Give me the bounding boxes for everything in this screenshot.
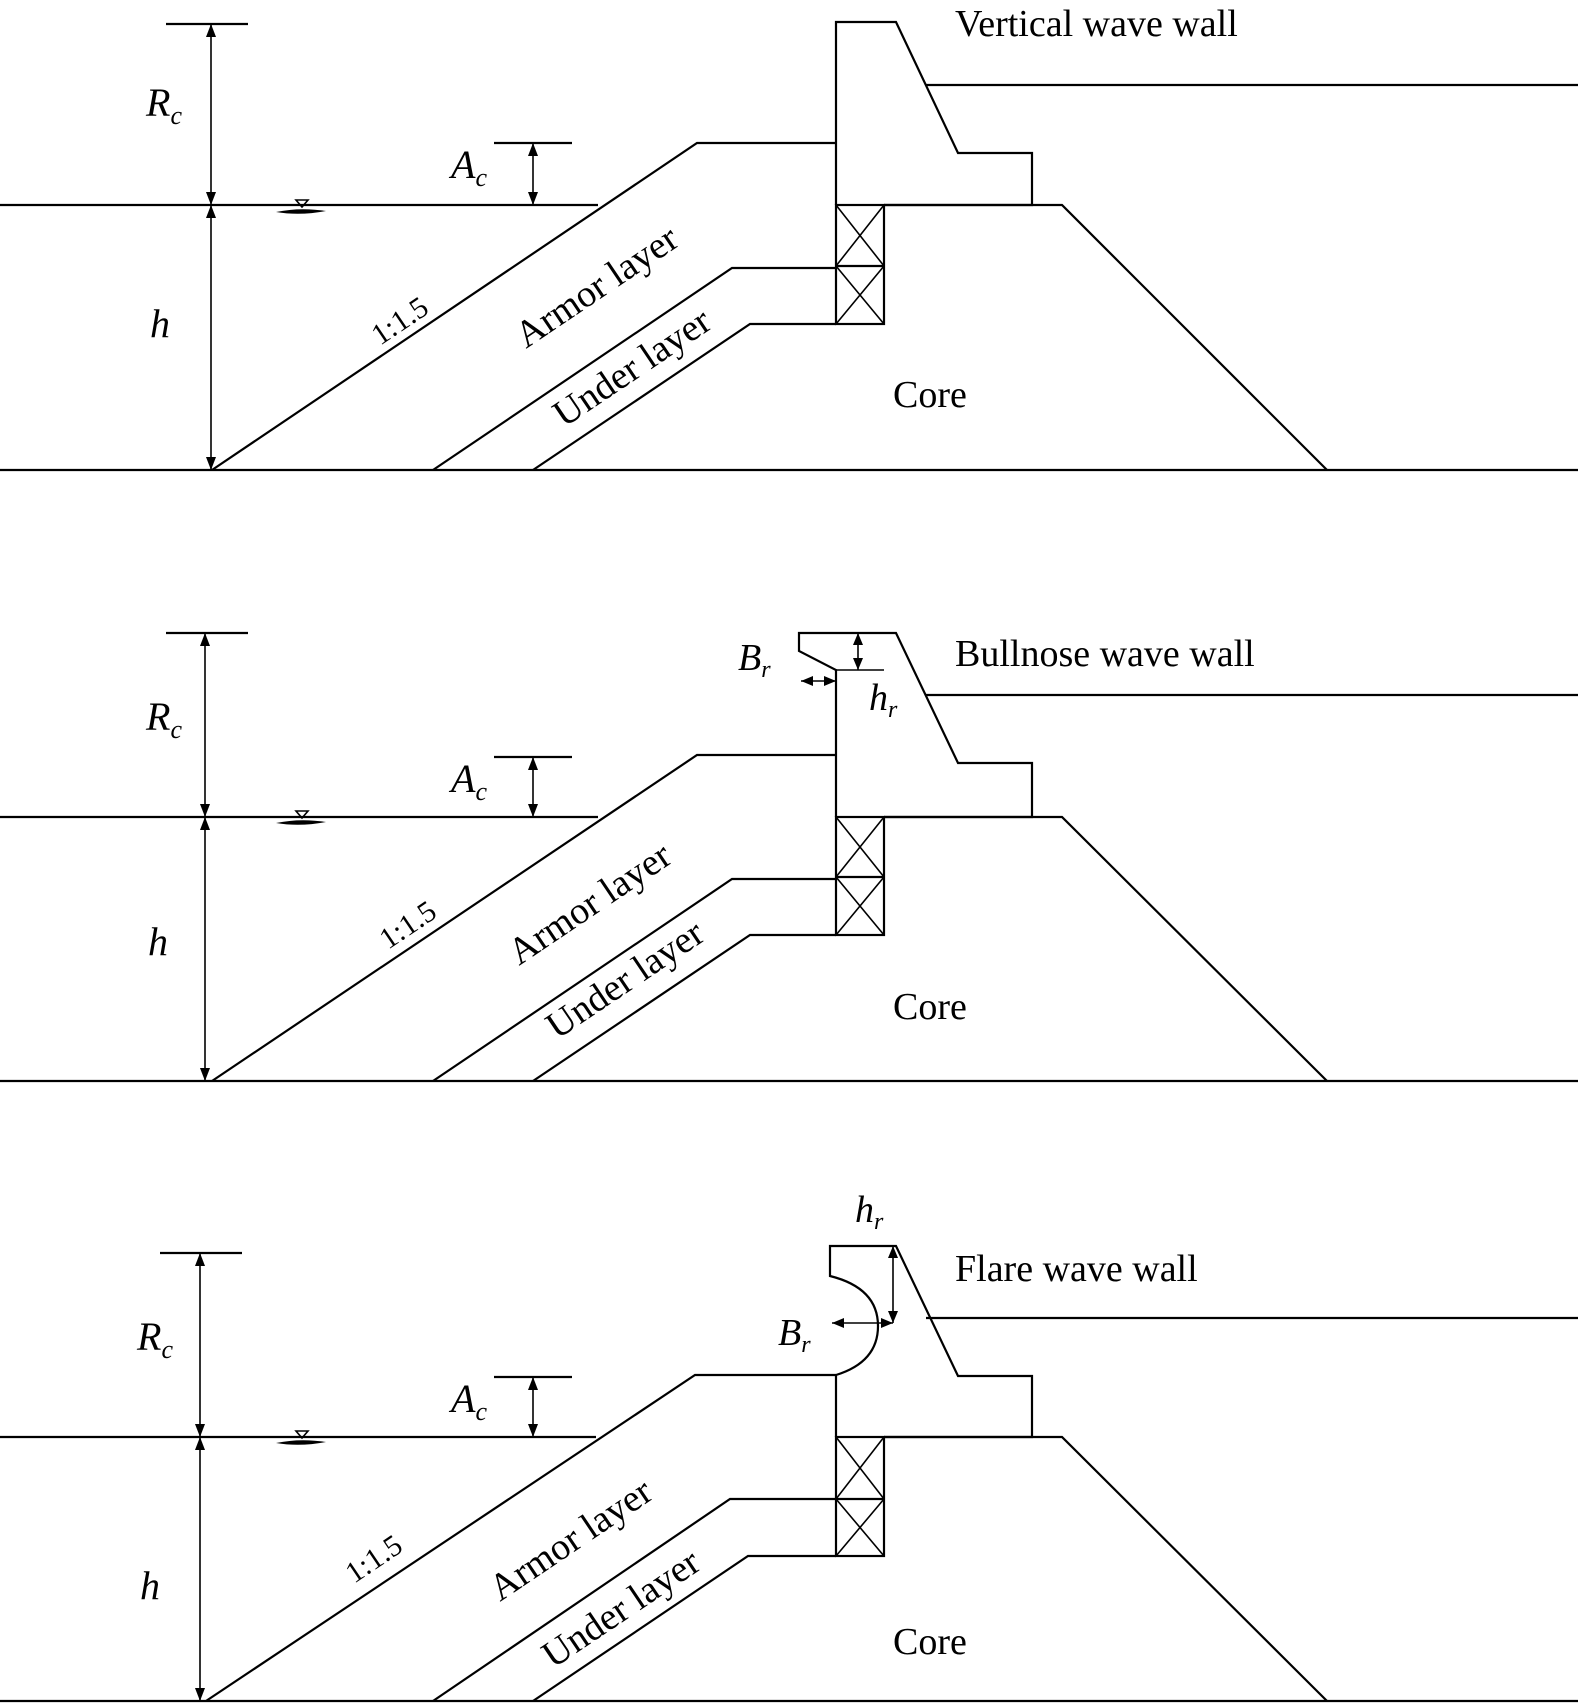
arrowhead [801, 676, 813, 686]
arrowhead [888, 1311, 898, 1323]
br-label: Br [778, 1312, 811, 1358]
panel-bullnose-wave-wall: Rc Ac h Br hr 1:1.5 Armor layer Under la… [0, 631, 1578, 1083]
br-label: Br [738, 637, 771, 683]
arrowhead [528, 1377, 538, 1390]
armor-layer-toe [432, 266, 836, 471]
core-crest-rear-slope [884, 203, 1328, 471]
h-label: h [148, 919, 168, 964]
arrowhead [206, 205, 216, 218]
arrowhead [853, 633, 863, 645]
armor-layer-outline [211, 141, 836, 471]
foundation-cross [835, 265, 885, 325]
foundation-block [834, 1435, 886, 1558]
wave-wall-outline [834, 20, 1034, 207]
foundation-cross [835, 816, 885, 878]
ac-label: Ac [448, 1376, 487, 1426]
under-layer-outline [532, 933, 836, 1082]
wall-type-label: Bullnose wave wall [955, 633, 1255, 675]
water-level-triangle [294, 810, 310, 820]
armor-layer-toe [432, 877, 836, 1082]
under-layer-outline [532, 1554, 836, 1702]
h-label: h [150, 301, 170, 346]
foundation-cross [835, 876, 885, 936]
arrowhead [200, 817, 210, 830]
armor-layer-toe [432, 1497, 836, 1702]
rc-label: Rc [145, 80, 182, 130]
ac-label: Ac [448, 756, 487, 806]
rc-label: Rc [136, 1314, 173, 1364]
core-label: Core [893, 986, 967, 1028]
arrowhead [195, 1253, 205, 1266]
arrowhead [824, 676, 836, 686]
hr-label: hr [855, 1189, 884, 1235]
h-label: h [140, 1563, 160, 1608]
core-label: Core [893, 1621, 967, 1663]
arrowhead [195, 1688, 205, 1701]
arrowhead [832, 1318, 844, 1328]
arrowhead [206, 457, 216, 470]
arrowhead [881, 1318, 893, 1328]
foundation-cross [835, 204, 885, 267]
wave-wall-outline [828, 1244, 1034, 1439]
panel-vertical-wave-wall: Rc Ac h 1:1.5 Armor layer Under layer Co… [0, 3, 1578, 472]
arrowhead [200, 1068, 210, 1081]
water-level-symbol [276, 820, 326, 825]
arrowhead [528, 1424, 538, 1437]
water-level-symbol [276, 209, 326, 214]
arrowhead [200, 633, 210, 646]
slope-label: 1:1.5 [339, 1528, 408, 1589]
foundation-cross [835, 1436, 885, 1500]
under-layer-outline [532, 322, 836, 471]
arrowhead [200, 804, 210, 817]
wall-type-label: Vertical wave wall [955, 3, 1238, 45]
arrowhead [206, 192, 216, 205]
wave-wall-outline [797, 631, 1034, 819]
arrowhead [195, 1437, 205, 1450]
foundation-block [834, 203, 886, 326]
arrowhead [195, 1424, 205, 1437]
arrowhead [528, 804, 538, 817]
armor-layer-outline [205, 1373, 836, 1702]
arrowhead [888, 1246, 898, 1258]
wall-type-label: Flare wave wall [955, 1248, 1198, 1290]
foundation-cross [835, 1498, 885, 1557]
hr-label: hr [869, 677, 898, 723]
water-level-triangle [294, 199, 310, 209]
arrowhead [206, 24, 216, 37]
arrowhead [853, 658, 863, 670]
water-level-triangle [294, 1430, 310, 1440]
core-label: Core [893, 374, 967, 416]
panel-flare-wave-wall: Rc Ac h Br hr 1:1.5 Armor layer Under la… [0, 1189, 1578, 1703]
arrowhead [528, 143, 538, 156]
ac-label: Ac [448, 142, 487, 192]
arrowhead [528, 757, 538, 770]
arrowhead [528, 192, 538, 205]
rc-label: Rc [145, 694, 182, 744]
core-crest-rear-slope [884, 815, 1328, 1082]
armor-layer-outline [211, 753, 836, 1082]
water-level-symbol [276, 1440, 326, 1445]
slope-label: 1:1.5 [373, 894, 442, 955]
